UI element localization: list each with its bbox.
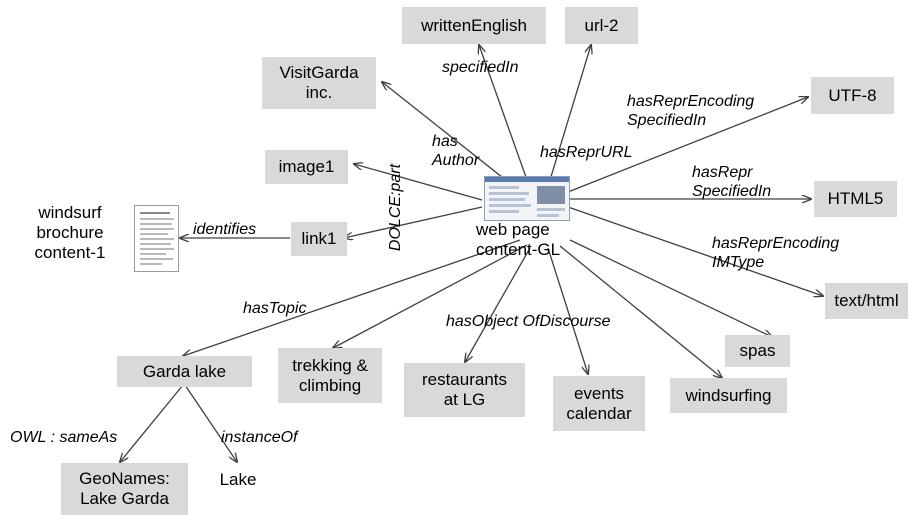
edge-label-owl-same-as: OWL : sameAs: [10, 429, 118, 446]
edge-label-has-topic: hasTopic: [243, 300, 307, 317]
edge-topic-restaurants: [465, 247, 531, 362]
edge-label-has-object-of-discourse: hasObject OfDiscourse: [446, 313, 611, 330]
edge-has-repr-encoding-imtype: [567, 206, 823, 296]
node-written-english: writtenEnglish: [402, 7, 546, 44]
node-garda-lake: Garda lake: [117, 356, 252, 387]
edge-label-dolce-part: DOLCE:part: [387, 163, 405, 252]
edge-has-repr-encoding-specified-in: [567, 97, 808, 193]
edge-label-has-repr-encoding-specified-in: hasReprEncoding SpecifiedIn: [627, 93, 755, 129]
node-trekking-label: trekking & climbing: [292, 355, 368, 395]
node-link1: link1: [291, 222, 347, 256]
node-link1-label: link1: [301, 229, 337, 248]
edge-topic-trekking: [333, 244, 528, 348]
node-windsurfing: windsurfing: [670, 378, 787, 413]
node-trekking: trekking & climbing: [278, 348, 382, 403]
node-text-html-label: text/html: [834, 291, 899, 310]
node-restaurants: restaurants at LG: [404, 363, 525, 417]
node-image1: image1: [265, 150, 348, 184]
edge-instance-of: [184, 384, 237, 462]
edge-label-has-repr-url: hasReprURL: [540, 144, 633, 161]
node-windsurf-brochure: windsurf brochure content-1: [34, 203, 106, 262]
node-image1-label: image1: [278, 157, 335, 176]
node-windsurfing-label: windsurfing: [685, 385, 772, 405]
edge-has-repr-url: [549, 45, 591, 181]
node-html5-label: HTML5: [827, 189, 884, 208]
node-events-label: events calendar: [566, 383, 632, 423]
edge-specified-in: [479, 45, 528, 181]
node-spas-label: spas: [739, 341, 776, 360]
edge-topic-events: [547, 247, 588, 374]
node-lake: Lake: [219, 470, 257, 489]
edge-label-has-author: has Author: [432, 133, 480, 169]
edge-label-specified-in: specifiedIn: [442, 59, 519, 76]
webpage-thumbnail-icon: [484, 176, 570, 221]
node-geonames: GeoNames: Lake Garda: [61, 463, 188, 515]
node-web-page: web page content-GL: [476, 220, 561, 259]
node-url-2-label: url-2: [584, 15, 619, 35]
node-spas: spas: [725, 335, 790, 367]
edge-topic-spas: [569, 239, 772, 337]
edge-label-identifies: identifies: [193, 221, 257, 238]
edge-has-author: [382, 82, 513, 186]
edge-owl-same-as: [120, 384, 184, 462]
edge-part-image1: [354, 164, 483, 201]
node-visit-garda-label: VisitGarda inc.: [279, 63, 359, 102]
node-html5: HTML5: [814, 181, 897, 217]
node-geonames-label: GeoNames: Lake Garda: [79, 469, 170, 508]
node-text-html: text/html: [825, 283, 908, 319]
node-garda-lake-label: Garda lake: [142, 361, 227, 381]
node-utf8-label: UTF-8: [828, 85, 877, 105]
edge-topic-windsurfing: [559, 245, 722, 378]
node-events: events calendar: [553, 376, 645, 431]
edge-has-topic: [183, 239, 521, 356]
edge-label-has-repr-encoding-imtype: hasReprEncoding IMType: [712, 235, 840, 271]
node-url-2: url-2: [565, 7, 638, 44]
document-thumbnail-icon: [134, 205, 179, 272]
edge-label-has-repr-specified-in: hasRepr SpecifiedIn: [692, 164, 772, 200]
node-utf8: UTF-8: [811, 77, 894, 114]
edge-part-link1: [344, 206, 483, 238]
edge-label-instance-of: instanceOf: [221, 429, 298, 446]
node-restaurants-label: restaurants at LG: [421, 370, 508, 409]
node-visit-garda: VisitGarda inc.: [262, 57, 376, 109]
node-written-english-label: writtenEnglish: [421, 15, 527, 35]
